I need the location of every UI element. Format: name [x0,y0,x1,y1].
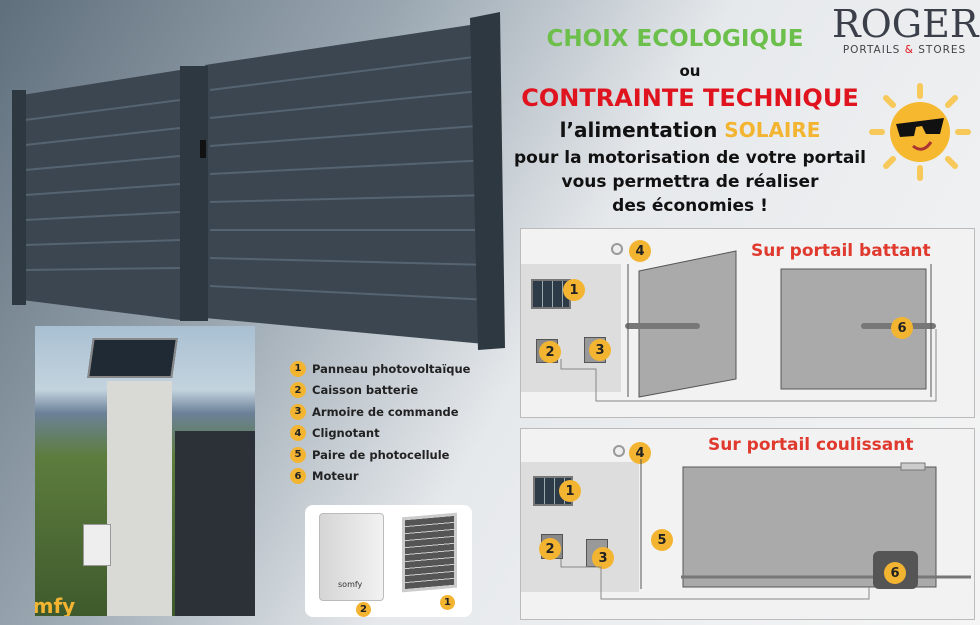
legend-item: 2 Caisson batterie [290,380,470,402]
headline-ou: ou [679,62,701,80]
legend-label: Caisson batterie [312,383,419,398]
tagline-amp: & [904,44,914,56]
photo-gate [175,431,255,616]
photo-control-box [83,524,111,566]
gate-image [12,12,505,350]
sliding-gate [560,459,971,600]
legend-label: Moteur [312,469,359,484]
badge-4: 4 [629,442,651,464]
tagline-a: PORTAILS [842,44,901,56]
badge-4: 4 [629,240,651,262]
badge-5: 5 [651,529,673,551]
legend-badge: 6 [290,468,306,485]
logo-tagline: PORTAILS & STORES [832,44,977,56]
solar-panel-image [402,512,457,593]
product-badge-1: 1 [440,595,455,610]
battery-box-brand: somfy [338,580,363,589]
badge-6: 6 [884,562,906,584]
flasher-icon [613,445,625,457]
badge-1: 1 [563,279,585,301]
product-card: somfy 2 1 [305,505,472,617]
diagram-coulissant-title: Sur portail coulissant [708,435,914,455]
diagram-coulissant: Sur portail coulissant 1 2 3 4 5 6 [520,428,975,620]
legend-badge: 2 [290,382,306,399]
alimentation-text: l’alimentation [559,118,718,142]
badge-6: 6 [891,317,913,339]
legend-item: 4 Clignotant [290,423,470,445]
battery-box-image: somfy [319,513,384,601]
legend-item: 5 Paire de photocellule [290,444,470,466]
badge-2: 2 [539,538,561,560]
badge-2: 2 [539,341,561,363]
photo-solar-panel [87,338,178,378]
photo-pillar [107,381,172,616]
legend-item: 6 Moteur [290,466,470,488]
installation-photo: somfy [35,326,255,616]
flasher-icon [611,243,623,255]
legend-list: 1 Panneau photovoltaïque 2 Caisson batteri… [290,358,470,487]
badge-3: 3 [592,547,614,569]
legend-badge: 4 [290,425,306,442]
legend-item: 3 Armoire de commande [290,401,470,423]
headline-alimentation: l’alimentation SOLAIRE [495,118,885,142]
product-badge-2: 2 [356,602,371,617]
legend-label: Panneau photovoltaïque [312,361,471,376]
headline-line6: vous permettra de réaliser [561,172,819,192]
badge-3: 3 [589,339,611,361]
photo-brand: somfy [35,594,76,616]
tagline-b: STORES [918,44,967,56]
legend-label: Clignotant [312,426,380,441]
legend-label: Armoire de commande [312,404,459,419]
solaire-text: SOLAIRE [724,118,821,142]
legend-label: Paire de photocellule [312,447,450,462]
legend-badge: 1 [290,360,306,377]
diagram-battant: Sur portail battant 1 2 3 4 6 [520,228,975,418]
legend-badge: 5 [290,446,306,463]
headline-ecologique: CHOIX ECOLOGIQUE [546,26,804,52]
logo-name: ROGER [832,2,979,46]
headline-line7: des économies ! [612,196,768,216]
sun-sunglasses-icon [869,83,971,181]
headline-contrainte: CONTRAINTE TECHNIQUE [521,84,859,112]
headline-line5: pour la motorisation de votre portail [514,148,866,168]
roger-logo: ROGER PORTAILS & STORES [832,2,979,56]
legend-item: 1 Panneau photovoltaïque [290,358,470,380]
legend-badge: 3 [290,403,306,420]
diagram-battant-title: Sur portail battant [751,241,931,261]
badge-1: 1 [559,480,581,502]
